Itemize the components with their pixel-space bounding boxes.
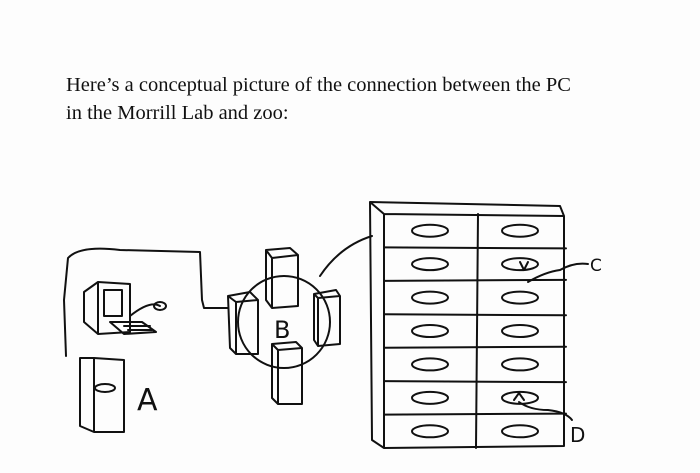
monitor-icon: [83, 281, 131, 335]
cabinet-shelf-line: [383, 412, 567, 416]
caption-line-2: in the Morrill Lab and zoo:: [66, 102, 289, 124]
disk-icon: [411, 223, 449, 238]
disk-icon: [501, 357, 539, 372]
disk-icon: [501, 324, 539, 338]
pointer-c: [527, 262, 589, 283]
label-a: A: [137, 383, 158, 418]
label-c: C: [590, 256, 602, 276]
disk-icon: [411, 390, 449, 405]
pointer-d: [518, 401, 573, 421]
label-d: D: [570, 423, 585, 447]
disk-icon: [501, 290, 539, 305]
cabinet-divider: [475, 213, 479, 449]
cabinet-shelf-line: [383, 278, 567, 282]
disk-cabinet: C D: [369, 201, 602, 449]
disk-icon: [411, 257, 449, 272]
cabinet-shelf-line: [383, 246, 567, 250]
cabinet-shelf-line: [383, 345, 567, 349]
caption-line-1: Here’s a conceptual picture of the conne…: [66, 74, 571, 96]
disk-icon: [501, 424, 539, 439]
server-left: [227, 291, 259, 355]
disk-icon: [411, 357, 449, 372]
disk-icon: [411, 424, 449, 439]
label-b: B: [274, 316, 290, 344]
monitor-screen: [103, 289, 123, 317]
network-to-storage-cable: [319, 235, 373, 277]
pc-workstation: A: [63, 247, 229, 433]
server-top: [265, 247, 299, 309]
server-right: [313, 289, 341, 347]
disk-icon: [501, 257, 539, 272]
disk-icon: [411, 290, 449, 305]
disk-icon: [411, 324, 449, 338]
network-cluster: B: [227, 235, 373, 405]
network-circle: [237, 275, 331, 369]
pc-network-cable: [63, 247, 229, 357]
keyboard-icon: [109, 321, 157, 335]
mouse-icon: [153, 301, 167, 311]
cabinet-shelf-line: [383, 313, 567, 317]
server-bottom: [271, 341, 303, 405]
tower-icon: [79, 357, 125, 433]
disk-icon: [501, 223, 539, 238]
cabinet-shelf-line: [383, 380, 567, 384]
